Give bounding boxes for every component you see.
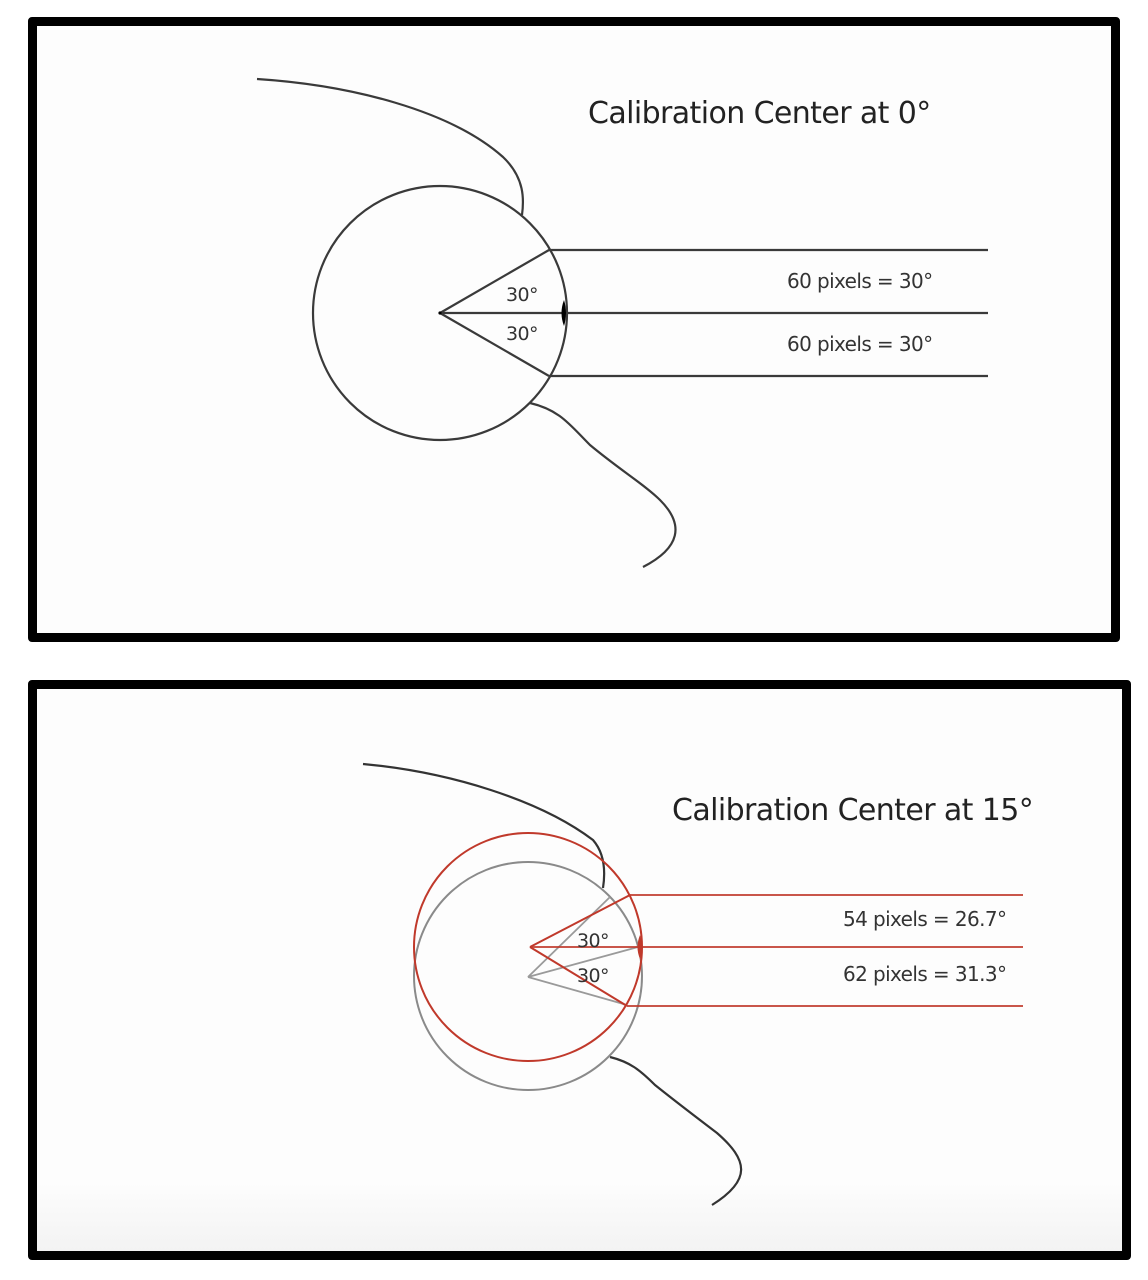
measurement-label-upper: 60 pixels = 30° [787, 269, 932, 293]
angle-label-upper: 30° [577, 930, 609, 952]
reference-ray-center [527, 946, 639, 978]
reference-eyeball-circle [413, 861, 643, 1091]
diagram-bottom: Calibration Center at 15° 30° 30° 54 pix… [362, 762, 1034, 1206]
calibrated-ray-lower [529, 946, 628, 1007]
measurement-label-upper: 54 pixels = 26.7° [843, 907, 1006, 931]
title-top: Calibration Center at 0° [588, 96, 931, 131]
ray-lower [439, 312, 550, 377]
panel-calibration-15 [28, 680, 1131, 1260]
angle-label-lower: 30° [577, 965, 609, 987]
pupil-mark [637, 935, 642, 959]
lower-eyelid [529, 401, 677, 568]
upper-eyelid [256, 77, 525, 216]
title-bottom: Calibration Center at 15° [672, 793, 1033, 828]
diagram-top: Calibration Center at 0° 30° 30° 60 pixe… [256, 77, 988, 568]
pupil-mark [561, 300, 566, 326]
measurement-label-lower: 60 pixels = 30° [787, 332, 932, 356]
angle-label-upper: 30° [506, 284, 538, 306]
upper-eyelid [362, 762, 606, 889]
apex-dot [438, 311, 442, 315]
reference-ray-upper [527, 896, 611, 978]
ray-upper [439, 249, 550, 314]
angle-label-lower: 30° [506, 323, 538, 345]
calibrated-ray-upper [529, 894, 631, 948]
measurement-label-lower: 62 pixels = 31.3° [843, 962, 1006, 986]
lower-eyelid [609, 1055, 743, 1206]
reference-ray-lower [527, 976, 628, 1006]
panel-calibration-0 [28, 17, 1120, 642]
